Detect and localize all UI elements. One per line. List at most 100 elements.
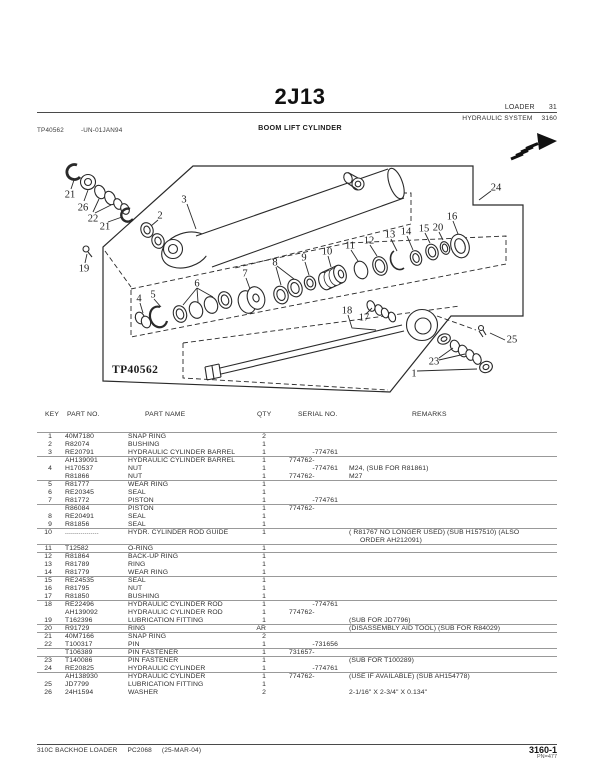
cell-part-no: AH138930: [65, 673, 98, 680]
cell-serial-no: 774762-: [289, 473, 315, 480]
cell-part-name: LUBRICATION FITTING: [128, 681, 204, 688]
cell-part-no: R81866: [65, 473, 90, 480]
cell-part-name: PISTON: [128, 497, 154, 504]
cell-qty: 1: [262, 641, 266, 648]
seal-kit-row-drawing: [134, 233, 470, 329]
cell-serial-no: -731656: [312, 641, 338, 648]
cell-qty: 1: [262, 585, 266, 592]
figure-ref-date: -UN-01JAN94: [81, 127, 123, 134]
cell-part-no: T106389: [65, 649, 93, 656]
callout-21: 21: [99, 221, 111, 233]
cell-key: 9: [48, 521, 52, 528]
footer-model: 310C BACKHOE LOADER: [37, 747, 118, 754]
cell-remarks: (USE IF AVAILABLE) (SUB AH154778): [349, 673, 470, 680]
callout-8: 8: [272, 257, 278, 269]
cell-key: 21: [44, 633, 52, 640]
cell-key: 10: [44, 529, 52, 536]
cell-part-name: RING: [128, 625, 146, 632]
callout-25: 25: [506, 334, 518, 346]
cell-part-name: HYDRAULIC CYLINDER ROD: [128, 601, 223, 608]
cell-part-no: R81864: [65, 553, 90, 560]
cell-key: 20: [44, 625, 52, 632]
cell-qty: 1: [262, 473, 266, 480]
cell-qty: 1: [262, 521, 266, 528]
cell-part-no: R81779: [65, 569, 90, 576]
cell-serial-no: -774761: [312, 665, 338, 672]
callout-14: 14: [400, 226, 412, 238]
direction-arrow-icon: [510, 133, 557, 161]
cell-key: 18: [44, 601, 52, 608]
table-header: KEY PART NO. PART NAME QTY SERIAL NO. RE…: [37, 411, 557, 420]
callout-13: 13: [384, 229, 396, 241]
cell-qty: 1: [262, 441, 266, 448]
cell-key: 5: [48, 481, 52, 488]
footer-date: (25-MAR-04): [161, 747, 202, 754]
cell-key: 8: [48, 513, 52, 520]
cell-part-name: SEAL: [128, 577, 146, 584]
cell-key: 24: [44, 665, 52, 672]
cell-part-name: HYDRAULIC CYLINDER: [128, 665, 206, 672]
cell-remarks: M27: [349, 473, 363, 480]
cell-qty: 1: [262, 449, 266, 456]
cell-key: 22: [44, 641, 52, 648]
figure-ref-id: TP40562: [37, 127, 64, 134]
column-header-name: PART NAME: [145, 411, 186, 418]
cell-part-no: .................: [65, 529, 99, 536]
cell-part-name: LUBRICATION FITTING: [128, 617, 204, 624]
cell-part-name: WEAR RING: [128, 569, 169, 576]
cell-part-name: NUT: [128, 585, 143, 592]
footer-pn: PN=477: [536, 754, 557, 760]
cell-qty: 1: [262, 505, 266, 512]
cell-qty: 1: [262, 601, 266, 608]
cell-part-name: SEAL: [128, 489, 146, 496]
cell-part-name: BACK-UP RING: [128, 553, 179, 560]
callout-leader-lines: [70, 179, 506, 372]
cell-part-no: 40M7180: [65, 433, 95, 440]
callout-6: 6: [194, 278, 200, 290]
cell-part-name: SNAP RING: [128, 633, 167, 640]
cell-part-no: JD7799: [65, 681, 90, 688]
cell-remarks: ( R81767 NO LONGER USED) (SUB H157510) (…: [349, 529, 520, 544]
cell-part-no: R82074: [65, 441, 90, 448]
cell-qty: 1: [262, 593, 266, 600]
cell-key: 26: [44, 689, 52, 696]
callout-26: 26: [77, 202, 89, 214]
cell-part-name: HYDRAULIC CYLINDER ROD: [128, 609, 223, 616]
pin-and-ring-parts-drawing: [65, 163, 165, 258]
cell-remarks: (SUB FOR T100289): [349, 657, 415, 664]
cell-key: 1: [48, 433, 52, 440]
cell-remarks: (SUB FOR JD7796): [349, 617, 411, 624]
cell-part-no: R81850: [65, 593, 90, 600]
cell-qty: AR: [256, 625, 266, 632]
cell-qty: 1: [262, 569, 266, 576]
footer-catalog-number: PC2068: [127, 747, 152, 754]
section-header: LOADER 31: [505, 104, 557, 111]
callout-20: 20: [432, 222, 444, 234]
cell-qty: 1: [262, 513, 266, 520]
cell-part-no: AH139092: [65, 609, 98, 616]
cell-part-no: RE20791: [65, 449, 95, 456]
cell-remarks: 2-1/16" X 2-3/4" X 0.134": [349, 689, 428, 696]
subsection-header: HYDRAULIC SYSTEM 3160: [462, 115, 557, 122]
cell-part-no: 24H1594: [65, 689, 94, 696]
cell-part-name: O-RING: [128, 545, 154, 552]
